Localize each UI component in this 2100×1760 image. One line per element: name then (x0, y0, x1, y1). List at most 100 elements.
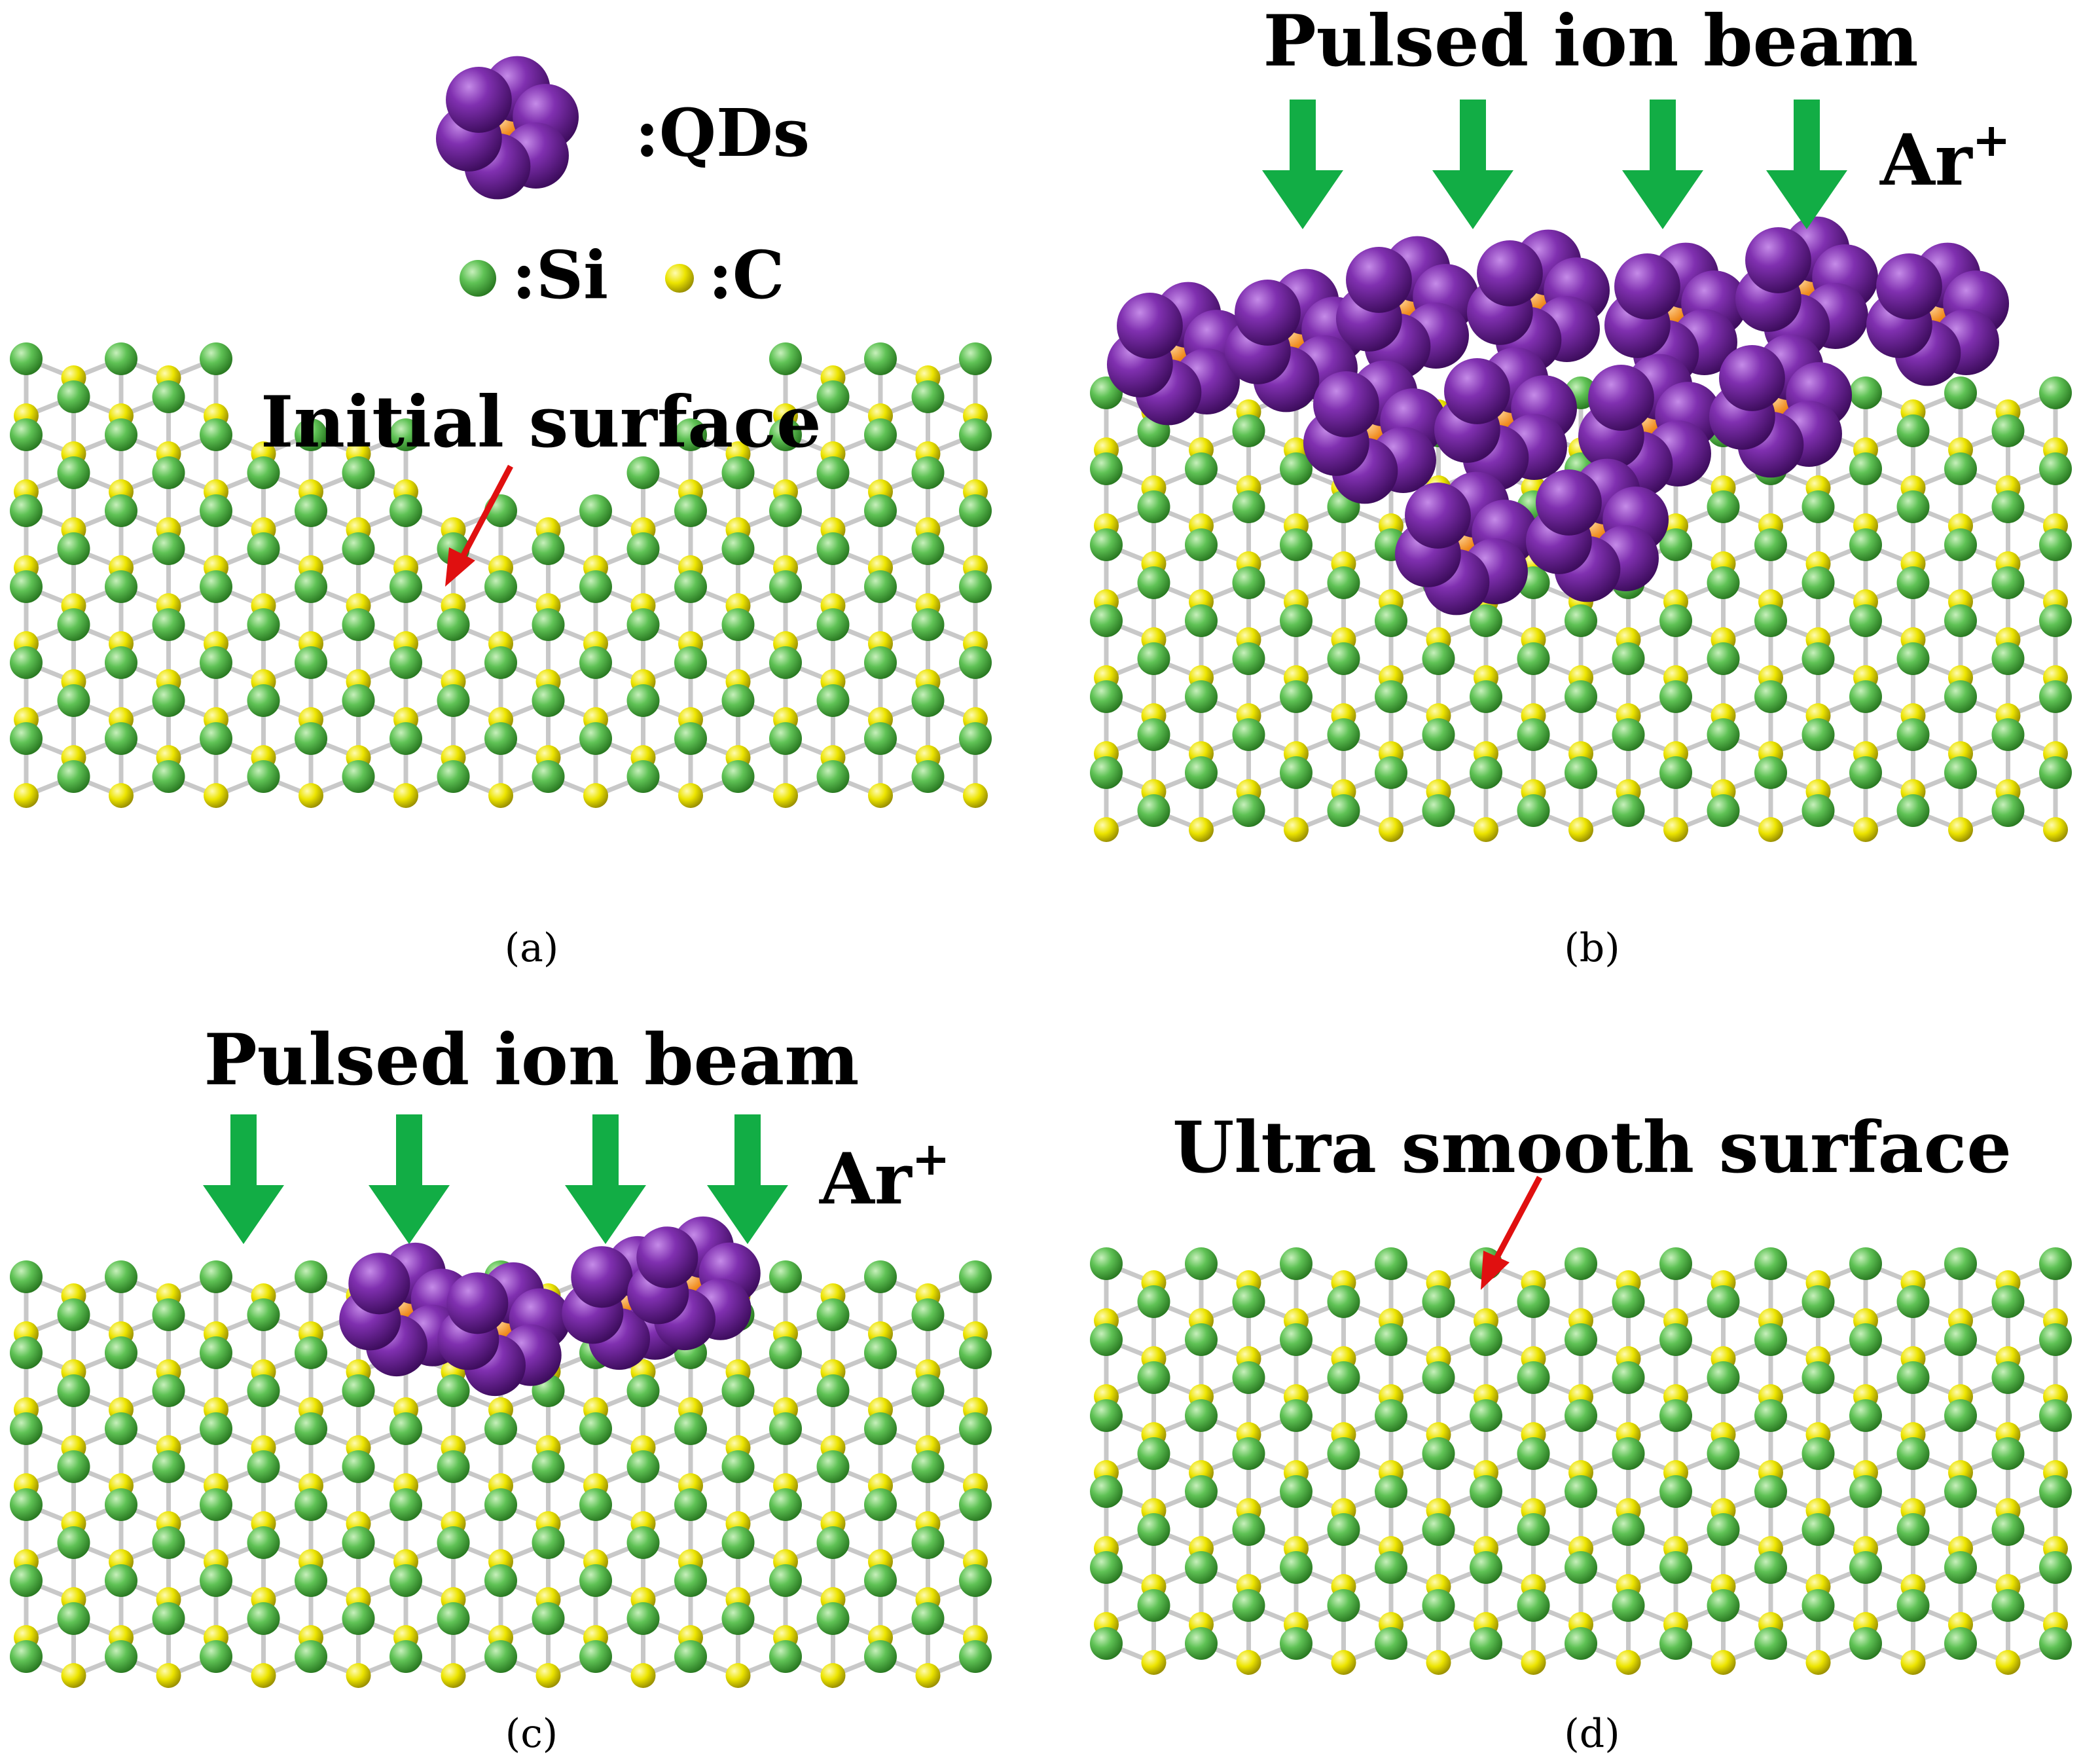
caption-c: (c) (505, 1711, 558, 1757)
si-atom (1517, 1437, 1550, 1470)
si-atom (389, 1412, 422, 1445)
legend-qd-icon (435, 56, 579, 200)
atoms (1090, 1247, 2072, 1675)
ion-label-c: Ar+ (819, 1131, 950, 1220)
si-atom (57, 1526, 90, 1559)
si-atom (1232, 1513, 1265, 1546)
si-atom (674, 570, 707, 603)
si-atom (247, 1602, 280, 1635)
c-atom (1711, 1650, 1736, 1675)
si-atom (1801, 1589, 1835, 1622)
si-atom (1944, 604, 1977, 637)
si-atom (295, 418, 327, 451)
si-atom (1612, 1513, 1645, 1546)
si-atom (1375, 1399, 1407, 1432)
si-atom (152, 380, 185, 413)
si-atom (579, 646, 612, 679)
si-atom (1991, 794, 2025, 827)
si-atom (1707, 718, 1740, 751)
legend-si-icon (460, 260, 496, 297)
si-atom (1327, 1285, 1360, 1318)
si-atom (10, 570, 43, 603)
si-atom (1612, 794, 1645, 827)
si-atom (1280, 1551, 1312, 1584)
si-atom (484, 646, 517, 679)
si-atom (1327, 1361, 1360, 1394)
si-atom (1470, 1399, 1502, 1432)
si-atom (959, 418, 992, 451)
si-atom (911, 380, 945, 413)
si-atom (816, 684, 850, 717)
caption-a: (a) (505, 925, 559, 971)
si-atom (105, 722, 137, 755)
annotation-initial-surface: Initial surface (261, 381, 822, 464)
si-atom (911, 684, 945, 717)
si-atom (626, 1374, 660, 1407)
si-atom (1422, 1437, 1455, 1470)
quantum-dot (1466, 229, 1610, 373)
c-atom (109, 783, 134, 808)
si-atom (1565, 680, 1597, 713)
c-atom (1995, 1650, 2021, 1675)
si-atom (1896, 566, 1930, 599)
si-atom (1137, 794, 1170, 827)
c-atom (1663, 817, 1688, 842)
si-atom (200, 1488, 232, 1521)
si-atom (816, 456, 850, 489)
si-atom (816, 532, 850, 565)
si-atom (769, 1488, 802, 1521)
c-atom (1284, 817, 1309, 842)
c-atom (583, 783, 608, 808)
si-atom (532, 1450, 565, 1483)
si-atom (1659, 1475, 1692, 1508)
si-atom (911, 1298, 945, 1331)
si-atom (342, 532, 375, 565)
si-atom (1422, 1285, 1455, 1318)
si-atom (1090, 1247, 1123, 1280)
si-atom (1849, 1399, 1882, 1432)
caption-d: (d) (1564, 1711, 1620, 1757)
si-atom (1232, 566, 1265, 599)
si-atom (1185, 1627, 1218, 1660)
si-atom (911, 608, 945, 641)
si-atom (626, 1450, 660, 1483)
si-atom (105, 1336, 137, 1369)
si-atom (1849, 680, 1882, 713)
si-atom (674, 418, 707, 451)
si-atom (1517, 1361, 1550, 1394)
qd-shell-sphere (1745, 227, 1811, 293)
si-atom (200, 1260, 232, 1293)
c-atom (204, 783, 228, 808)
si-atom (532, 532, 565, 565)
si-atom (389, 646, 422, 679)
c-atom (14, 783, 39, 808)
si-atom (105, 1412, 137, 1445)
si-atom (1612, 718, 1645, 751)
si-atom (57, 684, 90, 717)
quantum-dot (1866, 242, 2010, 386)
qd-shell-sphere (446, 67, 512, 133)
si-atom (1896, 718, 1930, 751)
si-atom (437, 608, 470, 641)
si-atom (295, 494, 327, 527)
si-atom (1232, 1285, 1265, 1318)
legend-c-label: :C (708, 236, 785, 314)
si-atom (1470, 680, 1502, 713)
si-atom (1754, 604, 1787, 637)
si-atom (911, 760, 945, 793)
quantum-dot (1224, 268, 1368, 412)
si-atom (2039, 1323, 2072, 1356)
c-atom (1948, 817, 1973, 842)
si-atom (959, 1640, 992, 1673)
si-atom (911, 1374, 945, 1407)
c-atom (1474, 817, 1498, 842)
c-atom (299, 783, 323, 808)
si-atom (864, 1336, 897, 1369)
si-atom (200, 1412, 232, 1445)
si-atom (1612, 1361, 1645, 1394)
c-atom (251, 1663, 276, 1688)
c-atom (725, 1663, 751, 1688)
si-atom (1280, 1475, 1312, 1508)
qd-shell-sphere (1117, 293, 1183, 359)
si-atom (1375, 1627, 1407, 1660)
